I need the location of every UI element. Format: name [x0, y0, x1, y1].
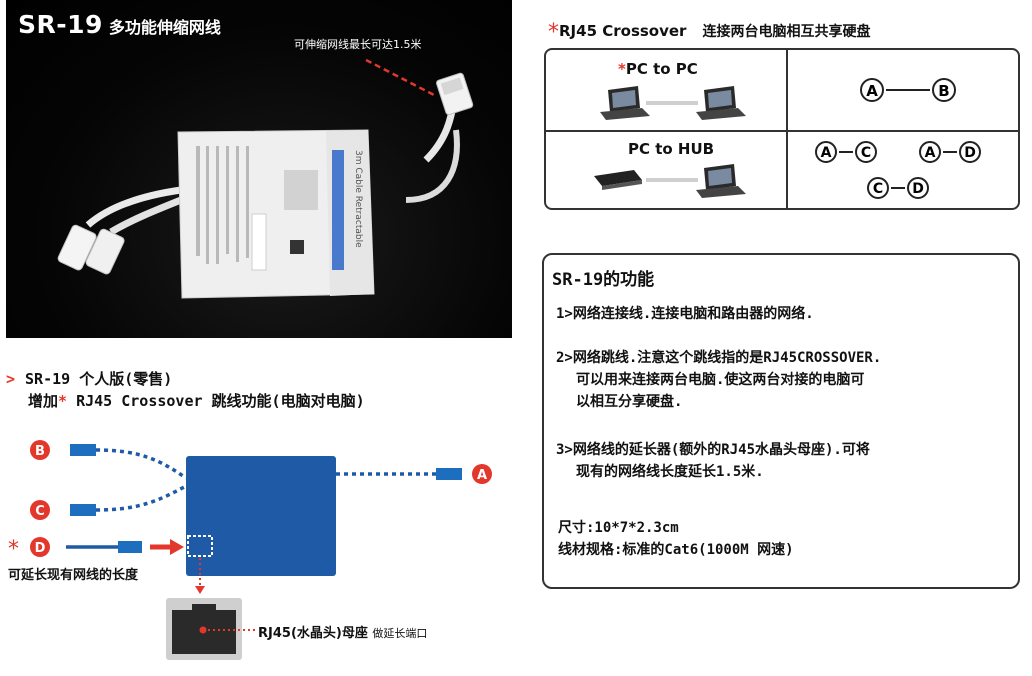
box-slot — [251, 213, 267, 271]
feature-item-1: 1>网络连接线.连接电脑和路由器的网络. — [556, 306, 814, 322]
wiring-diagram: B C A D * 可延长现有网线的长度 RJ45(水晶头)母座 做延长端口 — [0, 420, 512, 676]
port-badge-d: D — [30, 537, 50, 557]
port-badge-b: B — [30, 440, 50, 460]
feature-item-2-line-2: 可以用来连接两台电脑.使这两台对接的电脑可 — [576, 372, 865, 388]
plug-c — [70, 504, 96, 516]
svg-text:D: D — [964, 145, 976, 161]
row-label-pc-to-pc: *PC to PC — [618, 60, 698, 78]
extend-arrow-icon — [170, 539, 184, 555]
edition-line-1: > SR-19 个人版(零售) — [6, 368, 365, 390]
table-divider — [786, 132, 788, 208]
rj45-plug-top — [436, 72, 474, 116]
hub-icon — [594, 170, 642, 190]
svg-text:A: A — [925, 145, 936, 161]
rj45-plug-left-1 — [57, 224, 97, 271]
pin-pair: A C — [815, 141, 877, 163]
pin-pair: A D — [919, 141, 981, 163]
svg-text:A: A — [477, 468, 487, 483]
crossover-table: *PC to PC PC to HUB — [544, 48, 1020, 210]
svg-text:C: C — [873, 181, 883, 197]
rj45-plug-left-2 — [85, 228, 125, 275]
box-blue-label — [332, 150, 344, 270]
edition-line-2-text: RJ45 Crossover 跳线功能(电脑对电脑) — [67, 392, 365, 410]
port-badge-c: C — [30, 500, 50, 520]
feature-item-2-line-1: 2>网络跳线.注意这个跳线指的是RJ45CROSSOVER. — [556, 350, 882, 366]
socket-callout-arrow-icon — [195, 586, 205, 594]
edition-info: > SR-19 个人版(零售) 增加* RJ45 Crossover 跳线功能(电… — [6, 368, 365, 412]
svg-text:B: B — [938, 82, 949, 100]
star-icon: * — [618, 60, 626, 78]
socket-label-main: RJ45(水晶头)母座 — [258, 626, 368, 641]
pin-pair: C D — [867, 177, 929, 199]
port-badge-a: A — [472, 464, 492, 484]
svg-text:B: B — [35, 444, 45, 459]
table-row: PC to HUB — [546, 130, 1018, 208]
device-body — [186, 456, 336, 576]
star-icon: * — [58, 392, 68, 410]
port-d-star-icon: * — [8, 537, 19, 562]
crossover-desc: 连接两台电脑相互共享硬盘 — [702, 24, 871, 40]
edition-line-2: 增加* RJ45 Crossover 跳线功能(电脑对电脑) — [6, 390, 365, 412]
box-label-text-lines — [196, 146, 249, 264]
edition-line-2-prefix: 增加 — [28, 392, 59, 410]
socket-dot — [199, 626, 207, 634]
product-subtitle: 多功能伸缩网线 — [108, 18, 221, 37]
product-photo: 3m Cable Retractable SR-19 多功能伸缩网线 可伸缩网线最… — [6, 0, 512, 338]
feature-item-3-line-2: 现有的网络线长度延长1.5米. — [576, 464, 764, 480]
product-illustration: 3m Cable Retractable — [57, 58, 474, 299]
socket-outline — [187, 535, 213, 557]
crossover-illustrations: A B A C A D C D — [594, 78, 981, 199]
svg-text:C: C — [35, 504, 45, 519]
edition-title: SR-19 个人版(零售) — [25, 370, 173, 388]
left-cable-1 — [85, 186, 182, 228]
spec-size: 尺寸:10*7*2.3cm — [558, 520, 679, 536]
features-title: SR-19的功能 — [552, 270, 655, 290]
feature-item-2: 2>网络跳线.注意这个跳线指的是RJ45CROSSOVER. 可以用来连接两台电… — [556, 347, 881, 413]
table-row: *PC to PC — [546, 50, 1018, 130]
row-label-text: PC to PC — [625, 60, 698, 78]
svg-text:A: A — [866, 82, 878, 100]
socket-label-note: 做延长端口 — [372, 627, 428, 640]
spec-cable: 线材规格:标准的Cat6(1000M 网速) — [558, 542, 794, 558]
plug-a — [436, 468, 462, 480]
svg-text:D: D — [35, 541, 46, 556]
feature-item-3: 3>网络线的延长器(额外的RJ45水晶头母座).可将 现有的网络线长度延长1.5… — [556, 439, 870, 483]
cable-length-note: 可伸缩网线最长可达1.5米 — [294, 38, 422, 51]
photo-title: SR-19 多功能伸缩网线 — [18, 10, 221, 39]
star-icon: * — [548, 20, 559, 45]
wiring-svg: B C A D * — [8, 440, 492, 660]
feature-item-2-line-3: 以相互分享硬盘. — [576, 394, 683, 410]
bullet-arrow-icon: > — [6, 370, 16, 388]
svg-text:A: A — [821, 145, 832, 161]
crossover-heading: *RJ45 Crossover 连接两台电脑相互共享硬盘 — [548, 20, 870, 45]
laptop-icon — [696, 86, 746, 120]
pin-pair: A B — [860, 78, 956, 102]
svg-text:D: D — [912, 181, 924, 197]
box-rj45-socket — [290, 240, 304, 254]
crossover-name: RJ45 Crossover — [559, 22, 687, 40]
features-box: SR-19的功能 1>网络连接线.连接电脑和路由器的网络. 2>网络跳线.注意这… — [542, 253, 1020, 589]
plug-b — [70, 444, 96, 456]
retractable-cable-lower — [405, 129, 460, 203]
wire-c — [95, 484, 187, 512]
feature-item-3-line-1: 3>网络线的延长器(额外的RJ45水晶头母座).可将 — [556, 442, 870, 458]
row-label-text: PC to HUB — [628, 140, 715, 158]
plug-d — [118, 541, 142, 553]
laptop-icon — [600, 86, 650, 120]
left-cable-2 — [109, 196, 183, 236]
table-divider — [786, 50, 788, 130]
wire-b — [95, 448, 187, 480]
row-label-pc-to-hub: PC to HUB — [628, 140, 714, 158]
laptop-icon — [696, 164, 746, 198]
product-model: SR-19 — [18, 10, 103, 39]
box-label-text: 3m Cable Retractable — [353, 150, 363, 248]
length-callout-line — [365, 58, 437, 98]
extend-label: 可延长现有网线的长度 — [8, 568, 139, 583]
socket-label: RJ45(水晶头)母座 做延长端口 — [258, 622, 427, 641]
svg-text:C: C — [861, 145, 871, 161]
box-diagram-area — [284, 170, 318, 210]
